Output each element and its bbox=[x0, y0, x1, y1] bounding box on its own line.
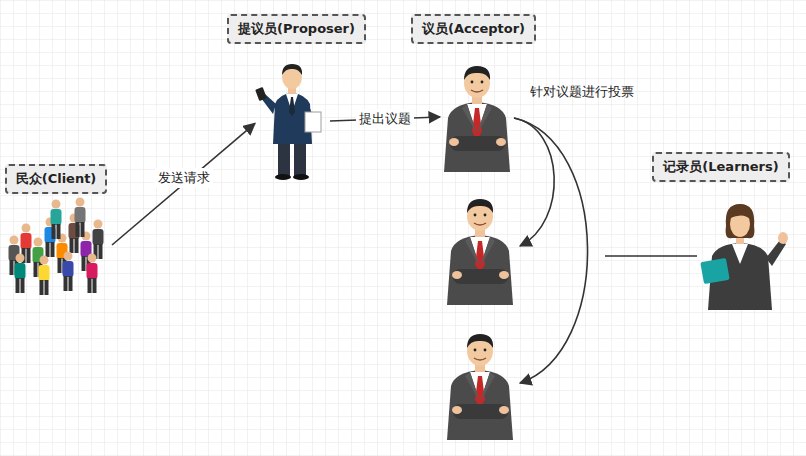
role-node: 议员(Acceptor) bbox=[440, 62, 515, 172]
role-node: 提议员(Proposer) bbox=[255, 62, 330, 180]
crowd-figure bbox=[9, 198, 104, 296]
vote-arrows bbox=[514, 118, 588, 383]
role-heading: 议员(Acceptor) bbox=[411, 14, 536, 44]
role-node: 民众(Client) bbox=[0, 200, 112, 290]
note-label: 针对议题进行投票 bbox=[527, 82, 637, 102]
learner-figure bbox=[700, 204, 788, 310]
edge-label: 提出议题 bbox=[356, 109, 414, 129]
proposer-figure bbox=[255, 64, 321, 180]
connector-arrow bbox=[112, 123, 255, 245]
role-heading: 提议员(Proposer) bbox=[227, 14, 366, 44]
edge-label: 发送请求 bbox=[155, 168, 213, 188]
role-heading: 记录员(Learners) bbox=[652, 152, 789, 182]
learner-line bbox=[605, 255, 697, 257]
role-node: 记录员(Learners) bbox=[700, 200, 782, 310]
acceptor-figures bbox=[444, 66, 513, 440]
role-heading: 民众(Client) bbox=[5, 164, 108, 194]
